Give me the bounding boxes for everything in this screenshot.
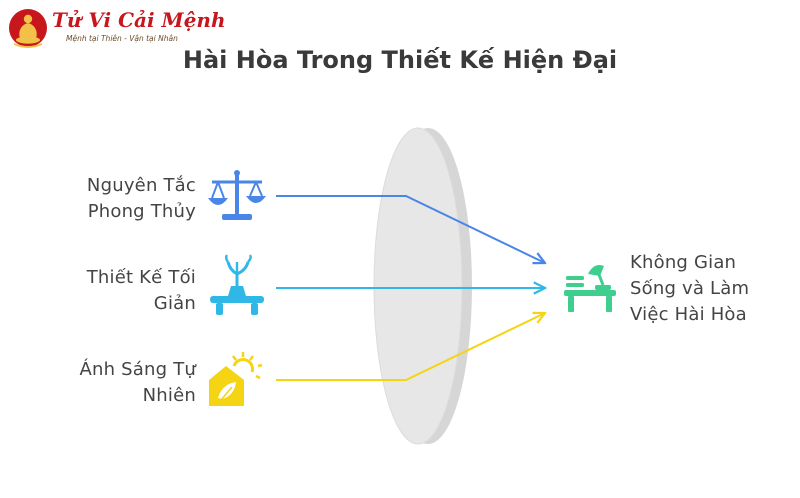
arrow-feng-shui bbox=[276, 195, 545, 263]
label-minimalist-design: Thiết Kế Tối Giản bbox=[86, 267, 196, 314]
brand-tagline: Mệnh tại Thiên - Vận tại Nhân bbox=[66, 34, 178, 43]
buddha-logo-icon bbox=[9, 9, 47, 48]
arrow-natural-light bbox=[276, 313, 545, 381]
label-natural-light: Ánh Sáng Tự Nhiên bbox=[79, 359, 196, 406]
lens-shape bbox=[373, 127, 472, 445]
desk-lamp-icon bbox=[564, 265, 616, 312]
bonsai-on-table-icon bbox=[210, 254, 264, 315]
label-harmonious-space: Không Gian Sống và Làm Việc Hài Hòa bbox=[630, 252, 750, 325]
brand-logo[interactable]: Tử Vi Cải Mệnh Mệnh tại Thiên - Vận tại … bbox=[8, 6, 226, 52]
page-title: Hài Hòa Trong Thiết Kế Hiện Đại bbox=[182, 46, 618, 74]
balance-scale-icon bbox=[208, 170, 266, 220]
brand-name: Tử Vi Cải Mệnh bbox=[52, 8, 226, 32]
label-feng-shui: Nguyên Tắc Phong Thủy bbox=[86, 175, 196, 222]
sun-house-leaf-icon bbox=[209, 352, 263, 406]
